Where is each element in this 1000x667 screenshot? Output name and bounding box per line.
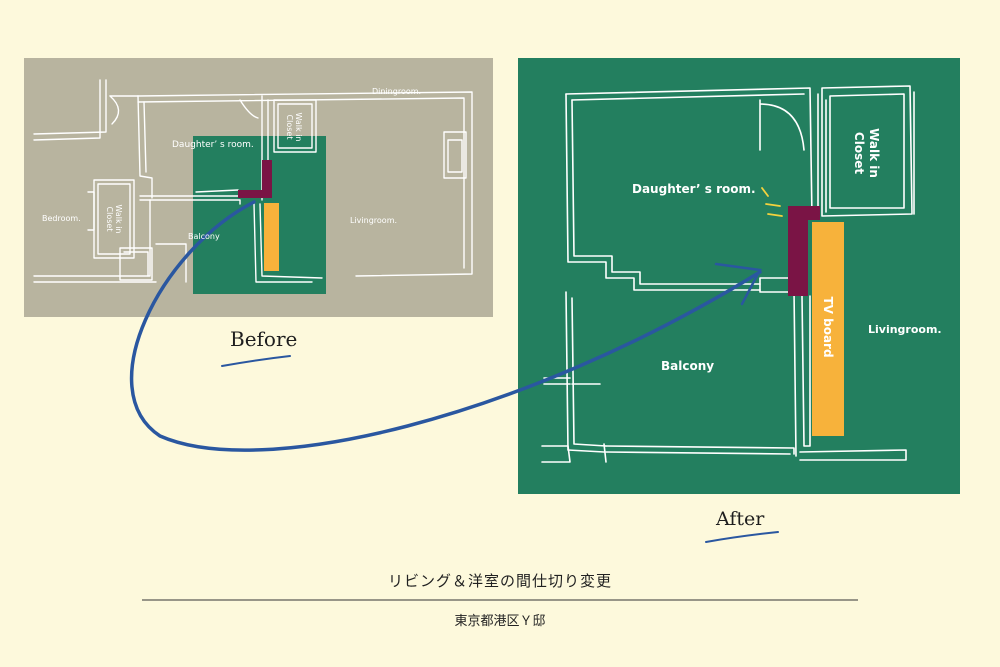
after-caption: After [716,508,765,530]
before-label-walk-in-closet-top: Walk in Closet [285,112,303,142]
before-highlight-area [193,136,326,294]
before-purple-wall [238,160,272,198]
after-label-walk-in-closet: Walk in Closet [852,128,881,178]
after-label-livingroom: Livingroom. [868,323,942,336]
before-tv-board [264,203,279,271]
after-purple-wall [788,206,820,296]
before-label-diningroom: Diningroom. [372,87,422,96]
after-caption-underline [705,531,779,543]
after-walls [541,85,915,463]
before-label-daughters-room: Daughter’ s room. [172,140,254,150]
before-caption-underline [221,355,291,367]
before-label-bedroom: Bedroom. [42,214,81,223]
before-walls [33,79,473,283]
after-label-tv-board: TV board [821,296,835,358]
sparkle-marks [761,187,783,217]
after-label-daughters-room: Daughter’ s room. [632,182,756,196]
after-tv-board [812,222,844,436]
after-panel-background [518,58,960,494]
before-floorplan [24,58,493,317]
before-label-balcony: Balcony [188,232,220,241]
before-caption: Before [230,327,298,351]
after-label-balcony: Balcony [661,359,715,373]
footer-subtitle: 東京都港区Ｙ邸 [454,614,546,629]
footer-title: リビング＆洋室の間仕切り変更 [387,572,612,590]
before-label-walk-in-closet-left: Walk in Closet [105,204,123,234]
after-floorplan [518,58,960,494]
transition-arrow [129,200,762,452]
before-label-livingroom: Livingroom. [350,216,398,225]
